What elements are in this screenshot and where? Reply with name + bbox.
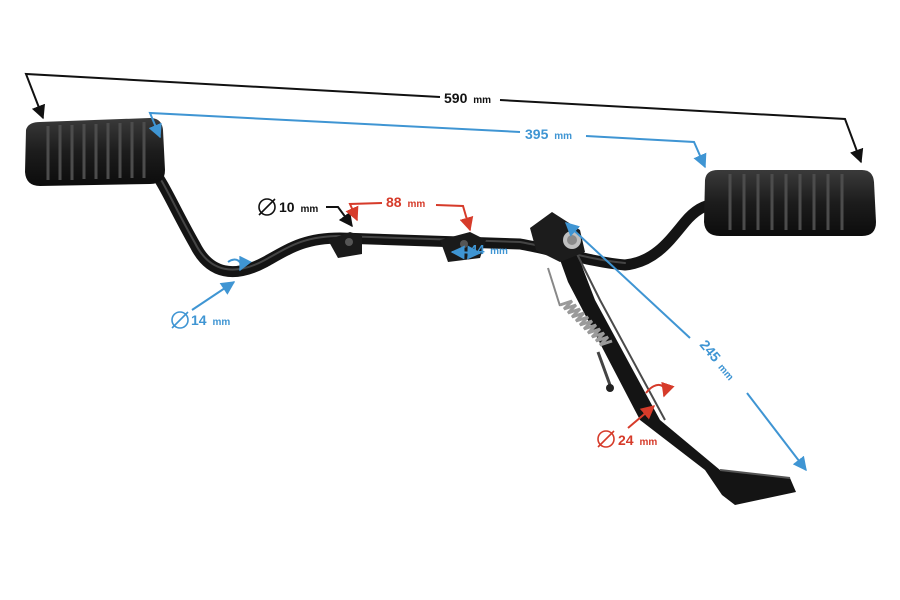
svg-text:10 mm: 10 mm: [279, 199, 318, 215]
mount-hole-value: 10: [279, 199, 295, 215]
diameter-icon: [258, 198, 276, 216]
svg-text:44 mm: 44 mm: [470, 242, 508, 257]
dimension-mount-spacing: 88 mm: [345, 194, 474, 232]
svg-text:14 mm: 14 mm: [191, 312, 230, 328]
return-spring: [547, 267, 614, 392]
overall-width-value: 590: [444, 90, 468, 106]
mount-hole-unit: mm: [300, 204, 318, 215]
overall-width-unit: mm: [473, 95, 491, 106]
bracket-width-value: 44: [470, 242, 485, 257]
mount-spacing-unit: mm: [407, 199, 425, 210]
svg-text:395 mm: 395 mm: [525, 126, 572, 142]
bracket-width-unit: mm: [490, 246, 508, 257]
svg-text:590 mm: 590 mm: [444, 90, 491, 106]
left-footpeg-rubber: [25, 118, 165, 186]
diameter-icon: [171, 311, 189, 329]
dimension-bracket-width: 44 mm: [450, 242, 508, 260]
dimension-overall-width: 590 mm: [24, 72, 864, 164]
dimension-bar-diameter: 14 mm: [171, 255, 252, 329]
dimension-peg-spacing: 395 mm: [148, 111, 707, 169]
bar-diameter-unit: mm: [212, 317, 230, 328]
stand-length-value: 245: [697, 337, 724, 365]
bar-diameter-value: 14: [191, 312, 207, 328]
dimension-mount-hole: 10 mm: [258, 198, 353, 228]
peg-spacing-unit: mm: [554, 131, 572, 142]
svg-text:24 mm: 24 mm: [618, 432, 657, 448]
peg-spacing-value: 395: [525, 126, 549, 142]
dimension-stand-diameter: 24 mm: [597, 381, 675, 448]
side-stand: [530, 212, 796, 505]
stand-diameter-unit: mm: [639, 437, 657, 448]
diameter-icon: [597, 430, 615, 448]
footrest-bar: [144, 159, 718, 278]
stand-length-unit: mm: [716, 362, 736, 383]
right-footpeg-rubber: [704, 170, 876, 236]
mount-spacing-value: 88: [386, 194, 402, 210]
stand-diameter-value: 24: [618, 432, 634, 448]
svg-text:88 mm: 88 mm: [386, 194, 425, 210]
svg-text:245 mm: 245 mm: [697, 337, 740, 383]
